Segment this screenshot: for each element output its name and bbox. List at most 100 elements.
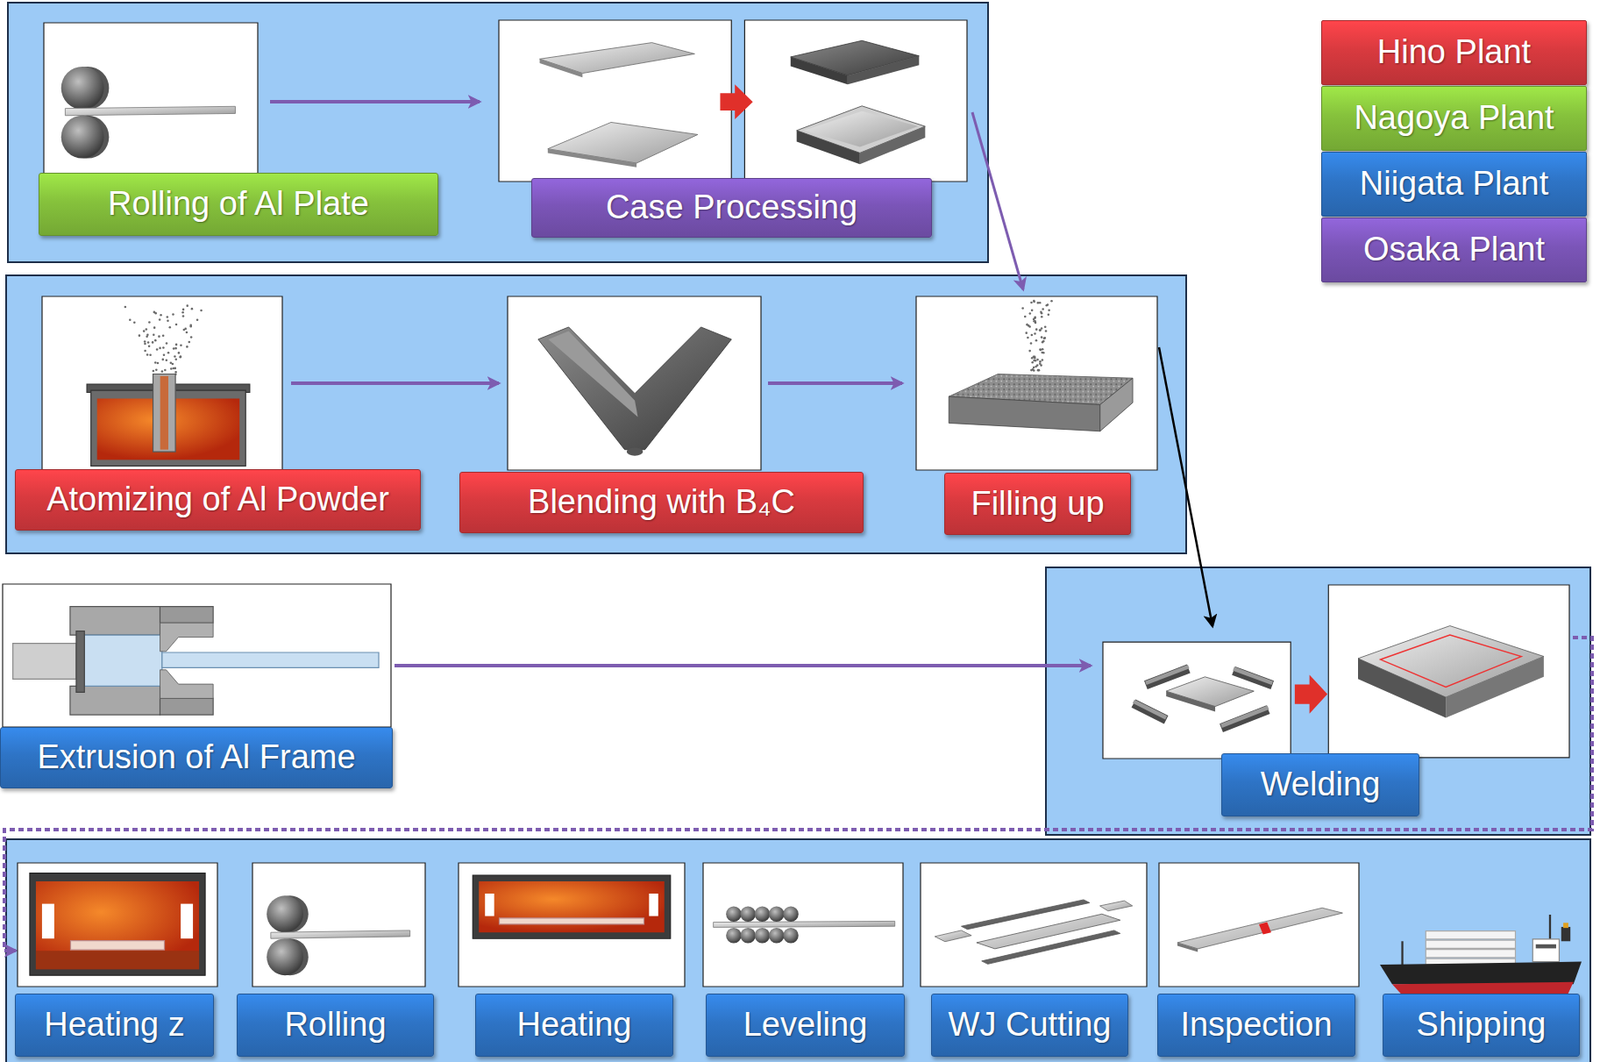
powder-particle [185, 304, 189, 307]
powder-particle [1039, 363, 1043, 367]
powder-particle [1047, 312, 1051, 316]
powder-particle [1040, 315, 1044, 319]
crane [1400, 940, 1403, 965]
powder-particle [158, 347, 162, 350]
powder-particle [1041, 358, 1045, 362]
process-illustration [252, 862, 426, 987]
powder-particle [166, 320, 170, 323]
ram [13, 643, 77, 680]
tray-side [1100, 377, 1133, 432]
funnel [1561, 926, 1571, 941]
powder-particle [163, 354, 166, 357]
image-frame [2, 583, 392, 727]
process-step: Filling up [916, 296, 1158, 470]
powder-particle [157, 334, 161, 338]
process-label: Rolling of Al Plate [107, 184, 370, 224]
powder-particle [177, 351, 181, 355]
furnace [29, 873, 206, 976]
tray-front [948, 396, 1100, 432]
powder-particle [1040, 327, 1044, 330]
powder-particle [159, 313, 163, 317]
powder-particle [149, 353, 152, 356]
inspection-mark [1258, 922, 1272, 935]
frame-bar-top [1221, 707, 1269, 726]
powder-particle [163, 369, 167, 372]
powder-particle [1026, 336, 1030, 340]
powder-particle [1030, 341, 1033, 345]
powder-particle [1031, 309, 1034, 313]
strip [981, 930, 1121, 964]
powder-particle [148, 320, 151, 324]
plate [270, 930, 411, 939]
image-frame [1328, 584, 1570, 758]
furnace-window [180, 903, 193, 939]
plate [976, 913, 1121, 949]
powder-particle [147, 341, 150, 344]
plant-panel [1045, 567, 1591, 835]
step-arrow [1294, 674, 1328, 713]
powder-particle [179, 355, 183, 358]
flow-arrow [394, 663, 1091, 668]
image-frame [1102, 641, 1291, 759]
weld-line [1380, 634, 1522, 687]
powder-particle [156, 348, 159, 351]
plate [547, 121, 698, 164]
powder-particle [1032, 300, 1036, 304]
process-step: Blending with B₄C [507, 296, 761, 470]
plate [713, 920, 896, 927]
powder-particle [166, 315, 170, 319]
powder-particle [1031, 368, 1035, 371]
powder-particle [1036, 358, 1039, 362]
powder-particle [167, 351, 171, 355]
powder-particle [152, 369, 156, 373]
leveler-roll [782, 906, 798, 922]
process-step: Welding [1102, 584, 1570, 759]
process-label-bar: WJ Cutting [931, 993, 1129, 1057]
powder-particle [175, 357, 178, 361]
powder-particle [172, 347, 176, 350]
powder-particle [153, 311, 157, 314]
process-label-bar: Welding [1221, 753, 1420, 817]
plate [1177, 907, 1343, 949]
core-plate [1166, 676, 1254, 707]
process-step: Leveling [703, 862, 904, 987]
plate-edge [1177, 942, 1198, 952]
die [160, 697, 214, 715]
process-step: Atomizing of Al Powder [42, 296, 283, 470]
powder-particle [1045, 304, 1048, 307]
cargo [1425, 939, 1515, 948]
step-arrow [719, 84, 753, 120]
powder-particle [1032, 299, 1036, 303]
powder-particle [152, 334, 156, 337]
leveler-roll [725, 906, 741, 922]
furnace-floor [35, 950, 200, 969]
powder-particle [1040, 335, 1044, 339]
powder-particle [168, 326, 171, 329]
powder-particle [185, 331, 189, 335]
powder-particle [158, 318, 162, 321]
leveler-roll [739, 906, 755, 922]
powder-particle [1038, 360, 1042, 363]
powder-particle [1032, 359, 1036, 363]
powder-particle [179, 343, 183, 347]
powder-particle [170, 361, 173, 364]
powder-particle [174, 347, 178, 350]
powder-particle [142, 329, 146, 333]
powder-particle [1050, 299, 1053, 303]
powder-particle [155, 368, 158, 371]
powder-particle [190, 335, 193, 339]
leveler-roll [725, 927, 741, 943]
legend-swatch: Hino Plant [1321, 20, 1587, 86]
process-label: Case Processing [605, 188, 858, 228]
powder-particle [1038, 369, 1041, 372]
powder-particle [1039, 348, 1043, 352]
slab [70, 940, 164, 950]
process-step: Rolling [252, 862, 426, 987]
flow-arrow [768, 381, 903, 385]
process-label: Blending with B₄C [527, 483, 796, 522]
powder-particle [1032, 318, 1036, 321]
process-label-bar: Filling up [944, 472, 1131, 535]
plant-panel [6, 839, 1591, 1062]
frame-bar-top [1145, 666, 1189, 683]
